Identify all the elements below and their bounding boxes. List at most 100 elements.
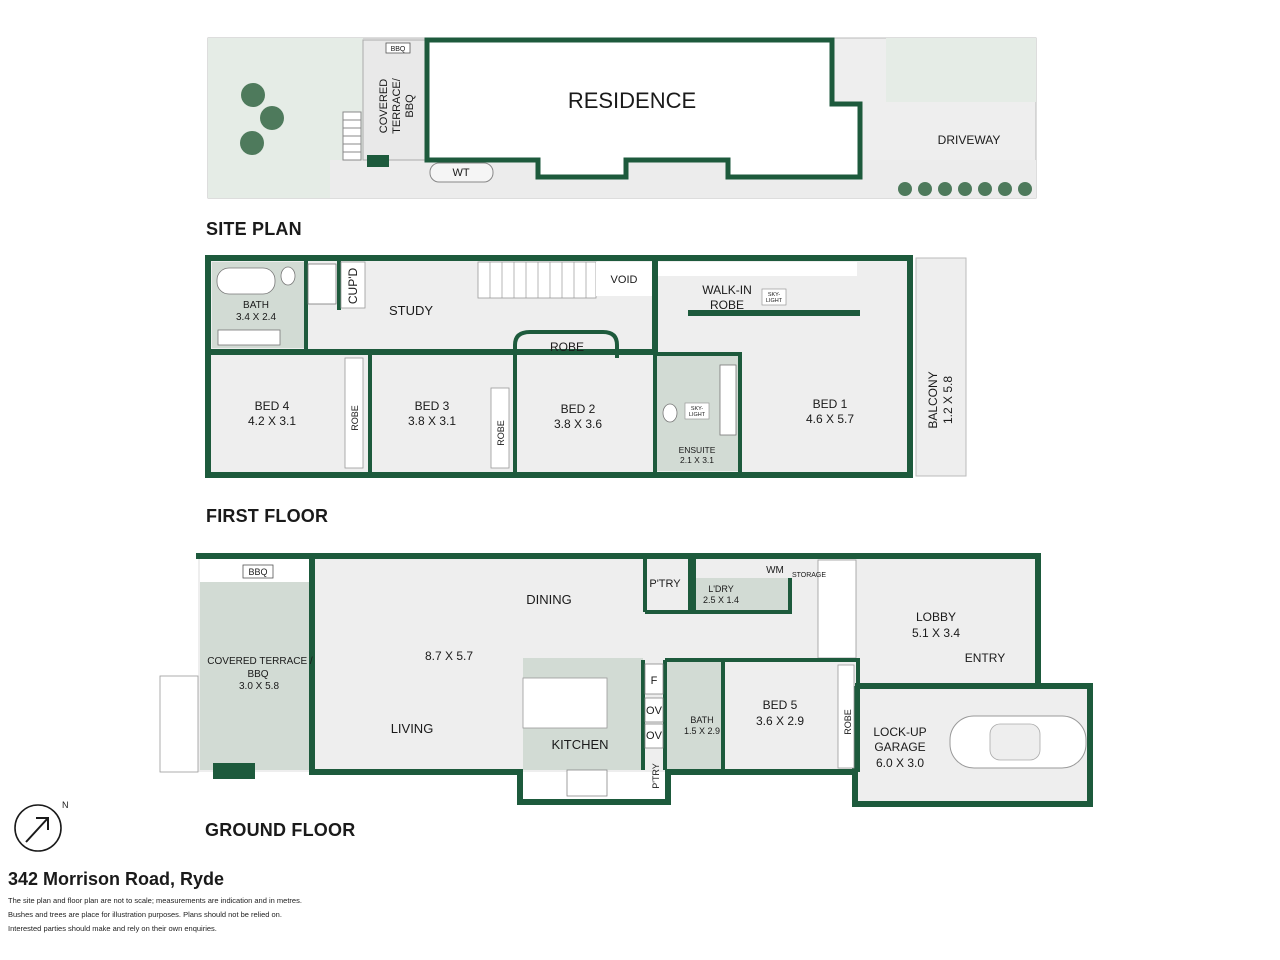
ff-skylight-1: [761, 288, 787, 306]
ff-void-label: VOID: [611, 274, 638, 286]
ff-bed3-name: BED 3: [415, 399, 450, 413]
ff-walkin-area: [657, 262, 857, 276]
gf-bath-fill: [667, 661, 721, 769]
ff-walkin-label-2: ROBE: [710, 298, 744, 312]
gf-oven-1: [644, 697, 664, 723]
compass-north-label: N: [62, 800, 69, 810]
gf-terrace-dims: 3.0 X 5.8: [239, 681, 279, 692]
ff-skylight-2-b: LIGHT: [689, 412, 706, 418]
hedge: [898, 182, 1032, 196]
gf-living-label: LIVING: [391, 721, 434, 736]
disclaimer-line-2: Bushes and trees are place for illustrat…: [8, 910, 282, 919]
ff-balcony-dims: 1.2 X 5.8: [941, 376, 955, 424]
gf-terrace-name-2: BBQ: [247, 669, 268, 680]
ff-study-label: STUDY: [389, 303, 433, 318]
ff-skylight-1-b: LIGHT: [766, 298, 783, 304]
gf-pantry-label-2: P'TRY: [651, 763, 661, 789]
gf-stair-well: [817, 559, 857, 659]
gf-island: [522, 677, 608, 729]
gf-garage-dims: 6.0 X 3.0: [876, 756, 924, 770]
ground-floor-heading: GROUND FLOOR: [205, 820, 356, 840]
gf-wm-label: WM: [766, 565, 784, 576]
tree-icon: [241, 83, 265, 107]
site-terrace-label-3: BBQ: [404, 94, 416, 118]
gf-garage-name-1: LOCK-UP: [873, 725, 926, 739]
ff-bed4-dims: 4.2 X 3.1: [248, 414, 296, 428]
site-plan-heading: SITE PLAN: [206, 219, 302, 239]
ff-ens-vanity: [719, 364, 737, 436]
ff-balcony-name: BALCONY: [926, 371, 940, 428]
site-steps: [342, 111, 362, 161]
car-icon: [949, 715, 1087, 769]
site-bin: [367, 155, 389, 167]
gf-pantry-label-1: P'TRY: [649, 578, 681, 590]
gf-bed5-robe: ROBE: [843, 709, 853, 735]
tree-icon: [260, 106, 284, 130]
gf-fridge: [644, 663, 664, 695]
site-driveway-label: DRIVEWAY: [938, 133, 1001, 147]
gf-bath-name: BATH: [690, 715, 713, 725]
site-wt-label: WT: [452, 167, 469, 179]
gf-oven-2: [644, 723, 664, 749]
ff-bed3-robe: ROBE: [496, 420, 506, 446]
disclaimer-line-1: The site plan and floor plan are not to …: [8, 896, 302, 905]
site-water-tank: [429, 162, 494, 183]
tree-icon: [240, 131, 264, 155]
property-address: 342 Morrison Road, Ryde: [8, 869, 225, 889]
ff-bathtub: [216, 267, 276, 295]
ff-bed2-dims: 3.8 X 3.6: [554, 417, 602, 431]
gf-terrace-name-1: COVERED TERRACE /: [207, 656, 313, 667]
gf-bbq-box: [242, 564, 274, 579]
ff-bed3-dims: 3.8 X 3.1: [408, 414, 456, 428]
gf-garage-name-2: GARAGE: [874, 740, 925, 754]
site-residence-label: RESIDENCE: [568, 88, 696, 113]
ff-walkin-label-1: WALK-IN: [702, 283, 752, 297]
ff-cupd-label: CUP'D: [346, 268, 360, 305]
ff-robe-label: ROBE: [550, 340, 584, 354]
site-residence-outline: [424, 37, 863, 180]
ff-stairs: [477, 261, 597, 299]
ff-robe-bed3: [490, 387, 510, 469]
site-bbq-label: BBQ: [391, 46, 406, 53]
gf-bed5-dims: 3.6 X 2.9: [756, 714, 804, 728]
first-floor-heading: FIRST FLOOR: [206, 506, 329, 526]
gf-lobby-name: LOBBY: [916, 610, 956, 624]
gf-storage-label: STORAGE: [792, 572, 826, 579]
ff-ensuite-dims: 2.1 X 3.1: [680, 455, 714, 465]
gf-bbq-label: BBQ: [248, 567, 267, 577]
ff-bed1-name: BED 1: [813, 397, 848, 411]
ff-cupd: [340, 261, 366, 309]
ff-bed4-name: BED 4: [255, 399, 290, 413]
first-floor-plan: BATH 3.4 X 2.4 CUP'D STUDY VOID WALK-IN …: [205, 255, 967, 478]
gf-dining-label: DINING: [526, 592, 572, 607]
site-terrace-label-1: COVERED: [378, 79, 390, 133]
disclaimer-line-3: Interested parties should make and rely …: [8, 924, 217, 933]
ff-bed4-robe: ROBE: [350, 405, 360, 431]
gf-living-dims: 8.7 X 5.7: [425, 649, 473, 663]
site-terrace-label-2: TERRACE/: [391, 77, 403, 134]
gf-oven-2-label: OV: [646, 730, 663, 742]
gf-cooktop: [566, 769, 608, 797]
site-plan: BBQ COVERED TERRACE/ BBQ RESIDENCE WT DR…: [207, 37, 1037, 199]
ff-bath-name: BATH: [243, 300, 269, 311]
ff-robe-bed4: [344, 357, 364, 469]
ground-floor-plan: BBQ COVERED TERRACE / BBQ 3.0 X 5.8 DINI…: [159, 553, 1093, 807]
gf-bed5-name: BED 5: [763, 698, 798, 712]
gf-fridge-label: F: [651, 675, 658, 687]
compass-icon: N: [14, 800, 69, 852]
ff-skylight-2-a: SKY-: [691, 406, 704, 412]
ff-bath-dims: 3.4 X 2.4: [236, 312, 276, 323]
ff-ens-toilet: [662, 403, 678, 423]
gf-bbq-bin: [213, 763, 255, 779]
gf-laundry-dims: 2.5 X 1.4: [703, 595, 739, 605]
gf-terrace-fill: [200, 582, 310, 770]
ff-skylight-2: [684, 402, 710, 420]
ff-vanity: [217, 329, 281, 346]
ff-void: [596, 262, 654, 296]
gf-lobby-dims: 5.1 X 3.4: [912, 626, 960, 640]
ff-toilet: [280, 266, 296, 286]
ff-balcony: [915, 257, 967, 477]
ff-shower: [307, 263, 337, 305]
gf-laundry-fill: [696, 578, 788, 610]
